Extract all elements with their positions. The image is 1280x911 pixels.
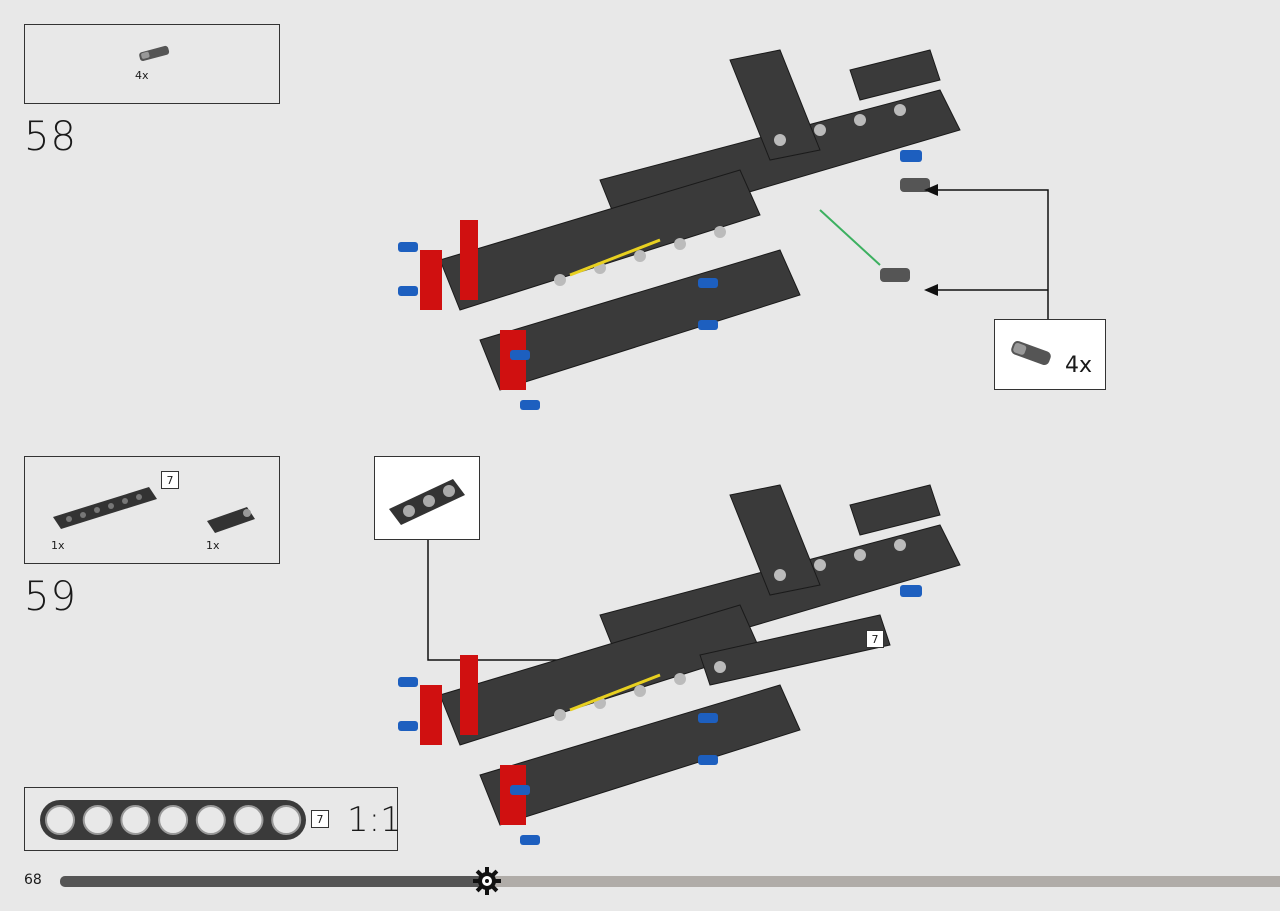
step59-parts-box: 7 1x 1x xyxy=(24,456,280,564)
step59-model-illustration xyxy=(398,484,961,845)
beam-3-part-icon xyxy=(207,507,255,533)
pin-part-icon xyxy=(1011,340,1051,366)
beam-3-part-icon xyxy=(389,479,465,525)
beam-7-part-icon xyxy=(53,487,157,529)
step59-model-length-badge: 7 xyxy=(866,630,884,648)
progress-fill xyxy=(60,876,487,887)
step59-part2-qty: 1x xyxy=(206,539,220,552)
pin-part-icon xyxy=(139,45,170,62)
step59-part1-qty: 1x xyxy=(51,539,65,552)
beam-scale-icon xyxy=(40,800,306,840)
step58-callout-arrows xyxy=(924,184,1049,320)
page-number: 68 xyxy=(24,872,42,888)
step59-beam-length-badge: 7 xyxy=(161,471,179,489)
progress-track xyxy=(60,876,1280,887)
step58-callout-box: 4x xyxy=(994,319,1106,390)
scale-ratio: 1:1 xyxy=(347,800,402,840)
gear-icon xyxy=(473,867,501,895)
step58-part-qty: 4x xyxy=(135,69,149,82)
step58-number: 58 xyxy=(24,114,77,160)
step59-callout-box xyxy=(374,456,480,540)
step58-parts-box: 4x xyxy=(24,24,280,104)
step58-callout-qty: 4x xyxy=(1065,353,1093,378)
scale-reference-box: 7 1:1 xyxy=(24,787,402,851)
step59-number: 59 xyxy=(24,574,77,620)
scale-length-badge: 7 xyxy=(311,810,329,828)
step58-model-illustration xyxy=(398,49,961,410)
